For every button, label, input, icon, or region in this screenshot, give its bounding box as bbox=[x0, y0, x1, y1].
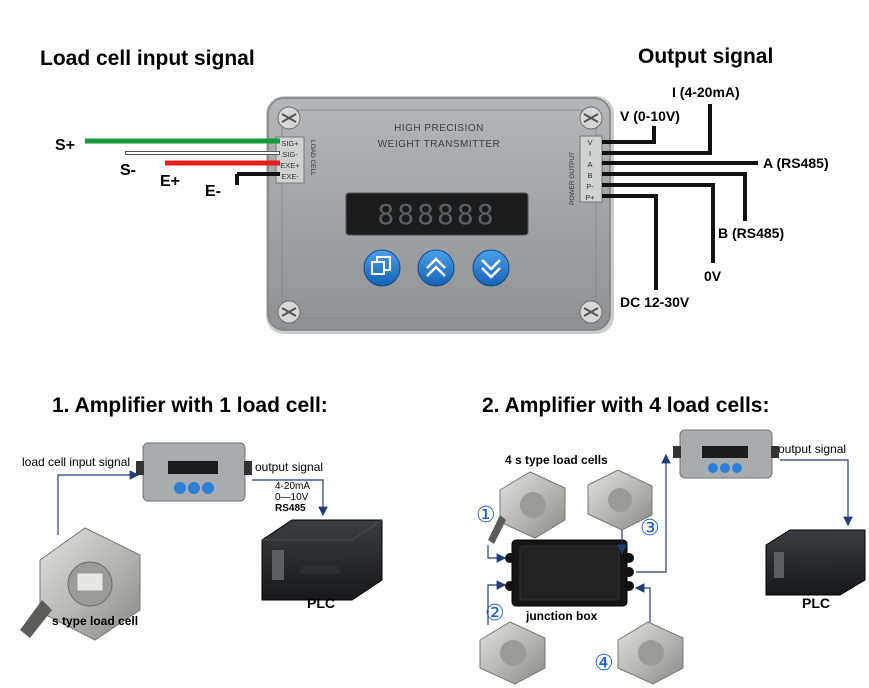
terminal-sig-plus: SIG+ bbox=[281, 139, 299, 148]
up-button[interactable] bbox=[417, 249, 455, 287]
device-title-line1: HIGH PRECISION bbox=[394, 123, 484, 134]
mode-button[interactable] bbox=[363, 249, 401, 287]
device-title-line2: WEIGHT TRANSMITTER bbox=[378, 139, 501, 150]
wire-output-v bbox=[602, 126, 656, 144]
cell-number-3: ③ bbox=[640, 516, 660, 541]
arrow-cell4-to-box bbox=[634, 583, 651, 622]
mini-transmitter bbox=[673, 429, 779, 479]
cell-number-2: ② bbox=[485, 601, 505, 626]
down-button[interactable] bbox=[472, 249, 510, 287]
load-cell-2 bbox=[479, 621, 546, 685]
plc-device bbox=[261, 519, 383, 601]
output-signal-title: Output signal bbox=[638, 45, 773, 68]
plc-device bbox=[765, 529, 866, 596]
s-type-load-cell bbox=[20, 527, 141, 641]
terminal-i: I bbox=[589, 149, 591, 158]
wire-output-0v bbox=[602, 183, 715, 263]
down-chevron-icon bbox=[481, 259, 501, 279]
output-label-0v: 0V bbox=[704, 268, 722, 284]
load-cell-terminal-block bbox=[275, 136, 305, 184]
terminal-p-minus: P- bbox=[586, 182, 594, 191]
section2-cells-label: 4 s type load cells bbox=[505, 453, 608, 467]
screw-icon bbox=[579, 106, 603, 130]
section1-plc-label: PLC bbox=[307, 595, 335, 611]
section1-load-cell-label: s type load cell bbox=[52, 614, 138, 628]
arrow-box-to-transmitter2 bbox=[636, 453, 671, 573]
section1-signal-voltage: 0—10V bbox=[275, 492, 309, 503]
arrow-cell2-to-box bbox=[487, 580, 507, 625]
wire-output-i bbox=[602, 104, 712, 155]
junction-box-label: junction box bbox=[525, 609, 598, 623]
input-label-e-plus: E+ bbox=[160, 173, 180, 190]
display-digits: 888888 bbox=[377, 198, 496, 231]
arrow-transmitter-to-plc bbox=[252, 479, 328, 517]
arrow-cell1-to-box bbox=[487, 545, 507, 563]
transmitter-device: HIGH PRECISION WEIGHT TRANSMITTER SIG+ S… bbox=[266, 96, 614, 334]
device-inner-panel bbox=[281, 109, 597, 319]
input-signal-title: Load cell input signal bbox=[40, 47, 255, 70]
terminal-b: B bbox=[587, 171, 592, 180]
seven-segment-display bbox=[345, 192, 529, 236]
load-cell-4 bbox=[617, 621, 684, 685]
input-label-s-plus: S+ bbox=[55, 137, 75, 154]
arrow-transmitter2-to-plc bbox=[780, 459, 853, 527]
terminal-sig-minus: SIG- bbox=[282, 150, 298, 159]
wire-e-minus bbox=[235, 172, 280, 185]
screw-icon bbox=[277, 106, 301, 130]
output-label-rs485-b: B (RS485) bbox=[718, 225, 784, 241]
power-output-caption: POWER OUTPUT bbox=[569, 152, 576, 205]
power-output-terminal-block bbox=[579, 135, 603, 203]
wire-output-b bbox=[602, 172, 747, 221]
input-label-e-minus: E- bbox=[205, 183, 221, 200]
section1-signal-rs485: RS485 bbox=[275, 503, 306, 514]
terminal-exe-plus: EXE+ bbox=[280, 161, 300, 170]
screw-icon bbox=[277, 300, 301, 324]
output-label-rs485-a: A (RS485) bbox=[763, 155, 829, 171]
output-label-power: DC 12-30V bbox=[620, 294, 690, 310]
copy-icon bbox=[371, 256, 391, 275]
wire-output-power bbox=[602, 194, 658, 290]
load-cell-caption: LOAD CELL bbox=[309, 140, 316, 176]
section1-output-label: output signal bbox=[255, 460, 323, 474]
terminal-a: A bbox=[587, 160, 592, 169]
section2-output-label: output signal bbox=[778, 442, 846, 456]
section1-input-label: load cell input signal bbox=[22, 455, 130, 469]
section2-title: 2. Amplifier with 4 load cells: bbox=[482, 394, 769, 417]
load-cell-1 bbox=[488, 471, 566, 544]
mini-transmitter bbox=[136, 442, 252, 502]
cell-number-1: ① bbox=[476, 503, 496, 528]
terminal-exe-minus: EXE- bbox=[281, 172, 299, 181]
input-label-s-minus: S- bbox=[120, 162, 136, 179]
section1-signal-current: 4-20mA bbox=[275, 481, 310, 492]
junction-box bbox=[505, 539, 634, 607]
section2-plc-label: PLC bbox=[802, 595, 830, 611]
load-cell-3 bbox=[587, 469, 653, 531]
up-chevron-icon bbox=[426, 257, 446, 277]
output-label-voltage: V (0-10V) bbox=[620, 108, 680, 124]
terminal-p-plus: P+ bbox=[585, 193, 595, 202]
arrow-load-cell-to-transmitter bbox=[57, 470, 140, 535]
cell-number-4: ④ bbox=[594, 651, 614, 676]
screw-icon bbox=[579, 300, 603, 324]
section1-title: 1. Amplifier with 1 load cell: bbox=[52, 394, 328, 417]
output-label-current: I (4-20mA) bbox=[672, 84, 740, 100]
terminal-v: V bbox=[587, 138, 592, 147]
